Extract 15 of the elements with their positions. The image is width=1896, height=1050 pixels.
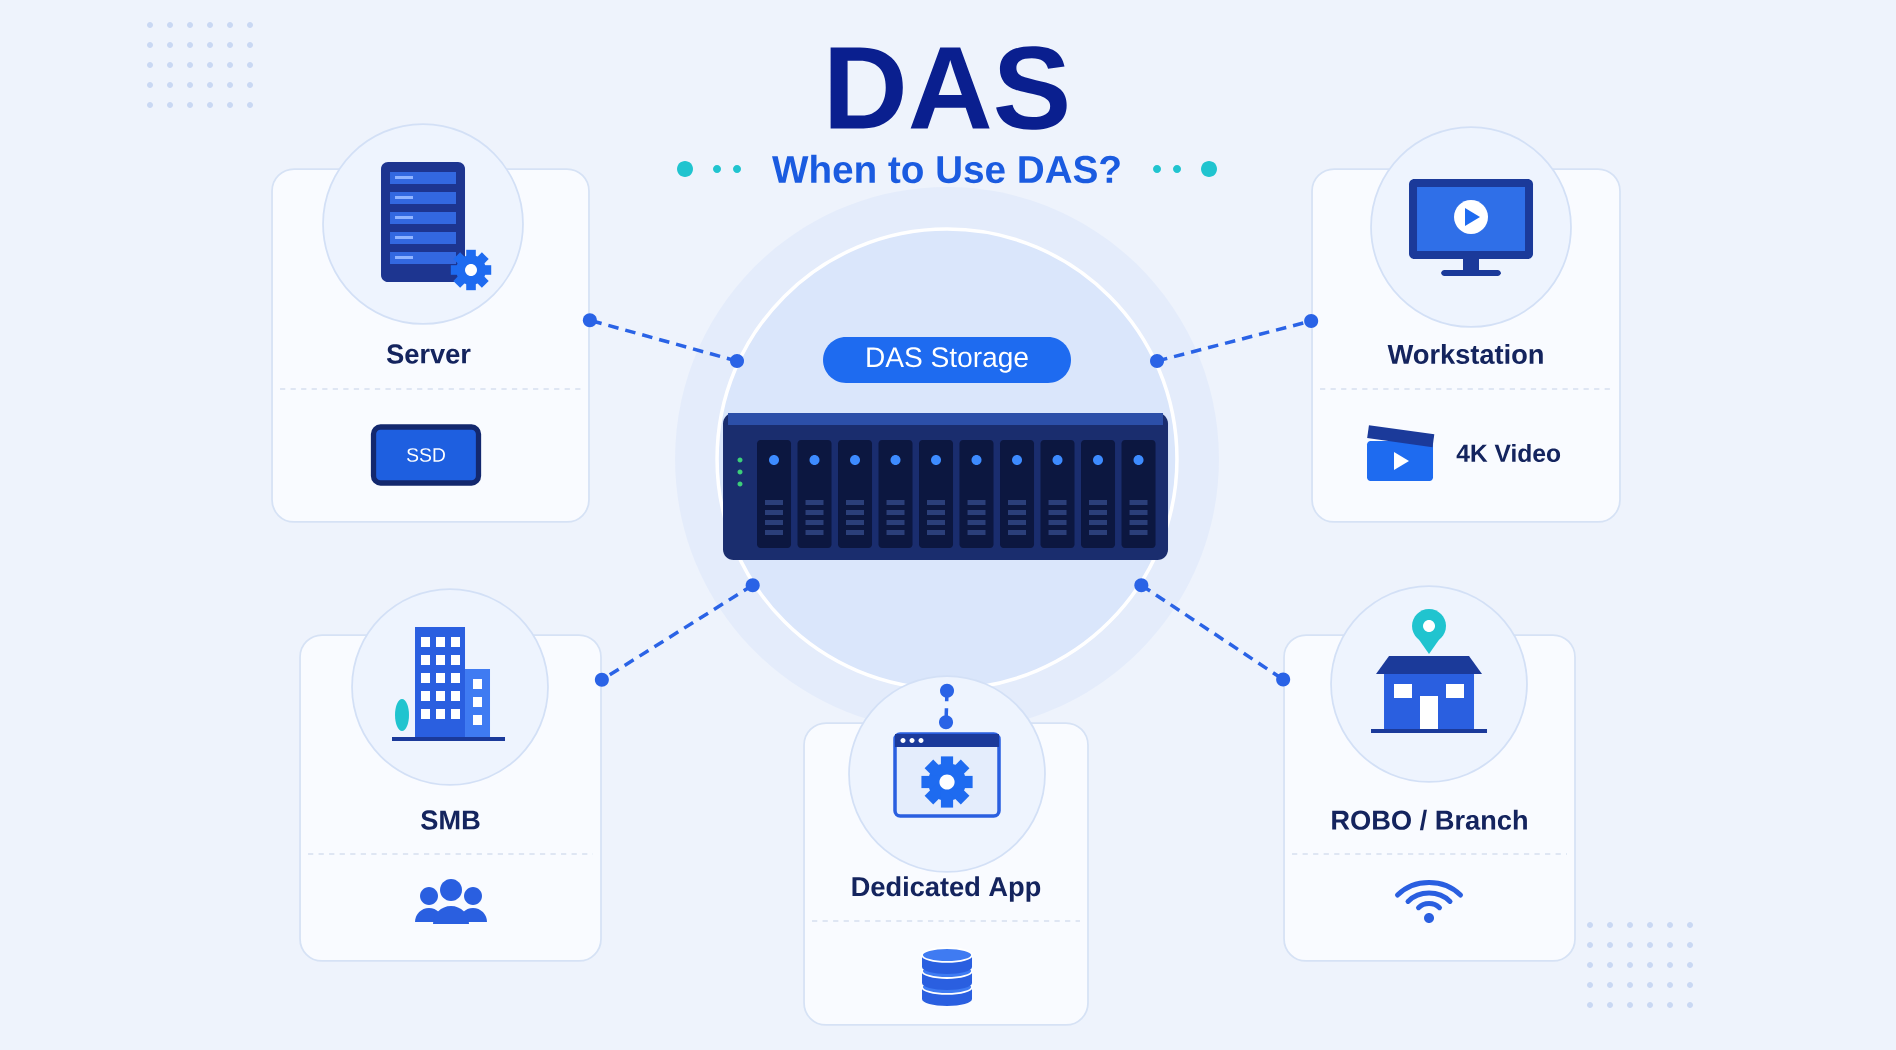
card-title: SMB <box>421 810 480 830</box>
connector <box>1150 313 1319 369</box>
connector <box>582 313 744 369</box>
card-title: Workstation <box>1387 344 1543 364</box>
item-label: 4K Video <box>1456 443 1561 463</box>
connector <box>939 683 954 730</box>
label-pill: DAS Storage <box>823 337 1071 383</box>
ssd-chip: SSD <box>370 424 482 486</box>
connector <box>594 578 760 687</box>
connector <box>1134 578 1291 687</box>
subtitle: When to Use DAS? <box>772 154 1120 184</box>
card-title: ROBO / Branch <box>1332 809 1527 831</box>
card-title: Dedicated App <box>852 876 1041 902</box>
card-title: Server <box>386 344 471 364</box>
title: DAS <box>830 46 1067 130</box>
